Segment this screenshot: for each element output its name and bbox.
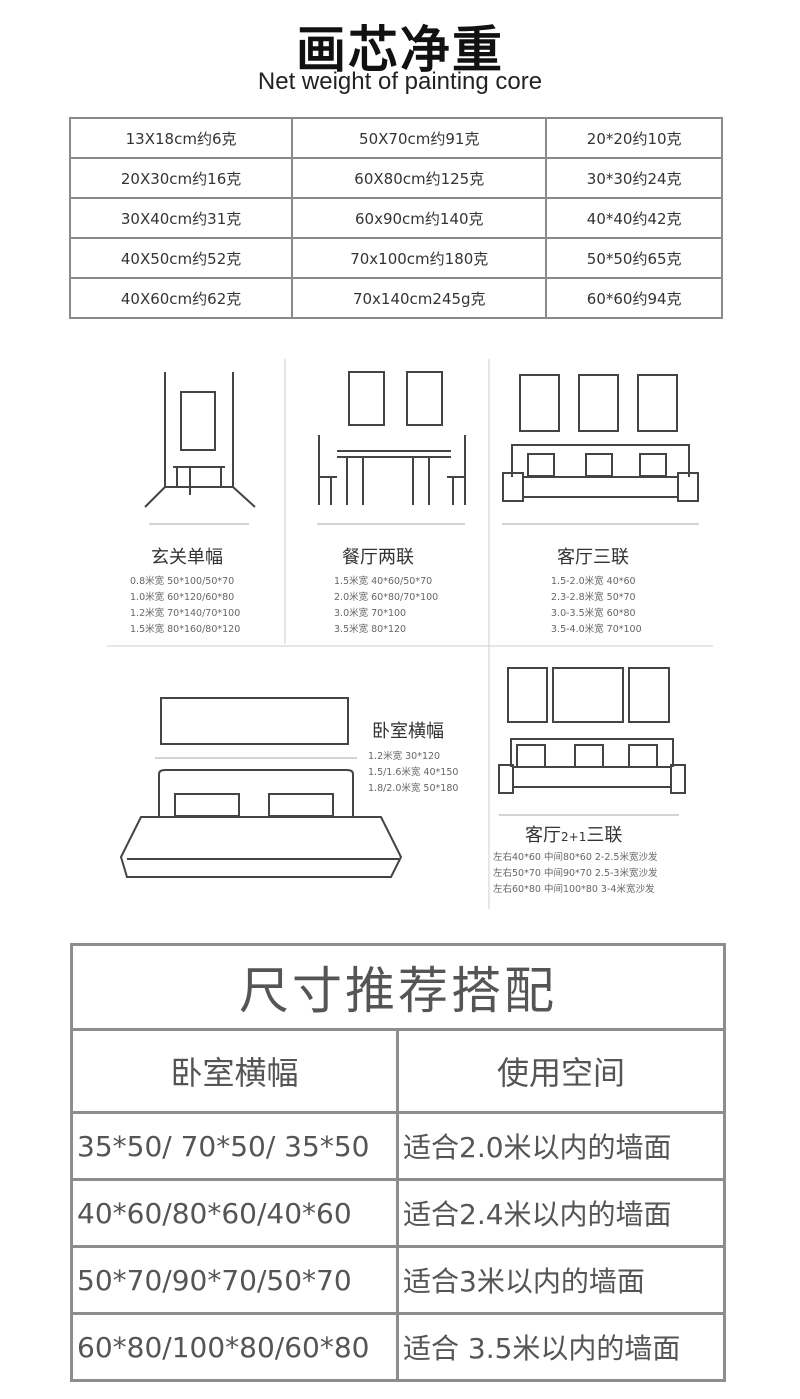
spec-line: 左右50*70 中间90*70 2.5-3米宽沙发 xyxy=(493,868,658,879)
table-title: 尺寸推荐搭配 xyxy=(70,943,726,1031)
table-cell: 40*40约42克 xyxy=(545,197,723,239)
entry-title: 玄关单幅 xyxy=(151,547,223,568)
table-row: 50*70/90*70/50*70 适合3米以内的墙面 xyxy=(70,1245,726,1315)
spec-line: 3.0-3.5米宽 60*80 xyxy=(551,608,636,619)
table-cell: 13X18cm约6克 xyxy=(68,117,294,159)
table-cell: 60x90cm约140克 xyxy=(291,197,548,239)
table-cell: 30*30约24克 xyxy=(545,157,723,199)
column-header: 卧室横幅 xyxy=(70,1028,399,1114)
spec-line: 1.5-2.0米宽 40*60 xyxy=(551,576,636,587)
table-cell: 60*60约94克 xyxy=(545,277,723,319)
size-recommendation-table: 尺寸推荐搭配 卧室横幅 使用空间 35*50/ 70*50/ 35*50 适合2… xyxy=(70,943,726,1382)
living-room-2plus1-title: 客厅2+1三联 xyxy=(525,821,622,847)
table-cell: 适合3米以内的墙面 xyxy=(396,1245,726,1315)
spec-line: 1.5米宽 80*160/80*120 xyxy=(130,624,241,635)
table-row: 30X40cm约31克 60x90cm约140克 40*40约42克 xyxy=(68,197,723,239)
spec-line: 左右40*60 中间80*60 2-2.5米宽沙发 xyxy=(493,852,658,863)
page-title: 画芯净重 xyxy=(296,21,504,79)
living-room-title: 客厅三联 xyxy=(557,547,629,568)
weight-table: 13X18cm约6克 50X70cm约91克 20*20约10克 20X30cm… xyxy=(68,117,723,319)
entry-specs: 0.8米宽 50*100/50*70 1.0米宽 60*120/60*80 1.… xyxy=(130,574,240,638)
spec-line: 3.0米宽 70*100 xyxy=(334,608,407,619)
table-cell: 40*60/80*60/40*60 xyxy=(70,1178,399,1248)
spec-line: 左右60*80 中间100*80 3-4米宽沙发 xyxy=(493,884,655,895)
table-header-row: 卧室横幅 使用空间 xyxy=(70,1028,726,1114)
column-header: 使用空间 xyxy=(396,1028,726,1114)
living-room-specs: 1.5-2.0米宽 40*60 2.3-2.8米宽 50*70 3.0-3.5米… xyxy=(551,574,642,638)
spec-line: 1.8/2.0米宽 50*180 xyxy=(368,783,459,794)
living-room-illustration xyxy=(502,374,699,525)
title-part: 三联 xyxy=(586,825,623,846)
spec-line: 0.8米宽 50*100/50*70 xyxy=(130,576,235,587)
entry-illustration xyxy=(144,372,256,525)
table-cell: 70x140cm245g克 xyxy=(291,277,548,319)
table-cell: 40X60cm约62克 xyxy=(68,277,294,319)
table-cell: 60X80cm约125克 xyxy=(291,157,548,199)
spec-line: 1.5/1.6米宽 40*150 xyxy=(368,767,459,778)
living-room-2plus1-illustration xyxy=(498,667,686,816)
table-cell: 50X70cm约91克 xyxy=(291,117,548,159)
table-row: 40*60/80*60/40*60 适合2.4米以内的墙面 xyxy=(70,1178,726,1248)
spec-line: 1.0米宽 60*120/60*80 xyxy=(130,592,235,603)
table-cell: 适合2.4米以内的墙面 xyxy=(396,1178,726,1248)
spec-line: 2.3-2.8米宽 50*70 xyxy=(551,592,636,603)
spec-line: 1.2米宽 30*120 xyxy=(368,751,441,762)
living-room-2plus1-specs: 左右40*60 中间80*60 2-2.5米宽沙发 左右50*70 中间90*7… xyxy=(493,850,657,898)
dining-illustration xyxy=(317,371,466,525)
table-row: 20X30cm约16克 60X80cm约125克 30*30约24克 xyxy=(68,157,723,199)
table-row: 40X50cm约52克 70x100cm约180克 50*50约65克 xyxy=(68,237,723,279)
bedroom-specs: 1.2米宽 30*120 1.5/1.6米宽 40*150 1.8/2.0米宽 … xyxy=(368,749,458,797)
dining-specs: 1.5米宽 40*60/50*70 2.0米宽 60*80/70*100 3.0… xyxy=(334,574,438,638)
table-row: 13X18cm约6克 50X70cm约91克 20*20约10克 xyxy=(68,117,723,159)
table-cell: 30X40cm约31克 xyxy=(68,197,294,239)
table-cell: 70x100cm约180克 xyxy=(291,237,548,279)
table-cell: 60*80/100*80/60*80 xyxy=(70,1312,399,1382)
title-sub: 2+1 xyxy=(561,830,587,844)
table-cell: 50*50约65克 xyxy=(545,237,723,279)
table-cell: 50*70/90*70/50*70 xyxy=(70,1245,399,1315)
page-subtitle: Net weight of painting core xyxy=(257,68,543,95)
table-cell: 40X50cm约52克 xyxy=(68,237,294,279)
scene-illustrations: 玄关单幅 0.8米宽 50*100/50*70 1.0米宽 60*120/60*… xyxy=(69,347,725,912)
spec-line: 3.5-4.0米宽 70*100 xyxy=(551,624,642,635)
spec-line: 1.5米宽 40*60/50*70 xyxy=(334,576,433,587)
table-cell: 适合 3.5米以内的墙面 xyxy=(396,1312,726,1382)
table-cell: 20*20约10克 xyxy=(545,117,723,159)
bedroom-illustration xyxy=(119,697,403,878)
dining-title: 餐厅两联 xyxy=(342,547,414,568)
table-cell: 20X30cm约16克 xyxy=(68,157,294,199)
table-title-row: 尺寸推荐搭配 xyxy=(70,943,726,1031)
title-part: 客厅 xyxy=(525,825,561,846)
spec-line: 3.5米宽 80*120 xyxy=(334,624,407,635)
spec-line: 2.0米宽 60*80/70*100 xyxy=(334,592,439,603)
table-cell: 35*50/ 70*50/ 35*50 xyxy=(70,1111,399,1181)
scene-drawings xyxy=(107,359,713,909)
table-row: 40X60cm约62克 70x140cm245g克 60*60约94克 xyxy=(68,277,723,319)
table-row: 60*80/100*80/60*80 适合 3.5米以内的墙面 xyxy=(70,1312,726,1382)
table-row: 35*50/ 70*50/ 35*50 适合2.0米以内的墙面 xyxy=(70,1111,726,1181)
spec-line: 1.2米宽 70*140/70*100 xyxy=(130,608,241,619)
bedroom-title: 卧室横幅 xyxy=(372,721,444,742)
table-cell: 适合2.0米以内的墙面 xyxy=(396,1111,726,1181)
